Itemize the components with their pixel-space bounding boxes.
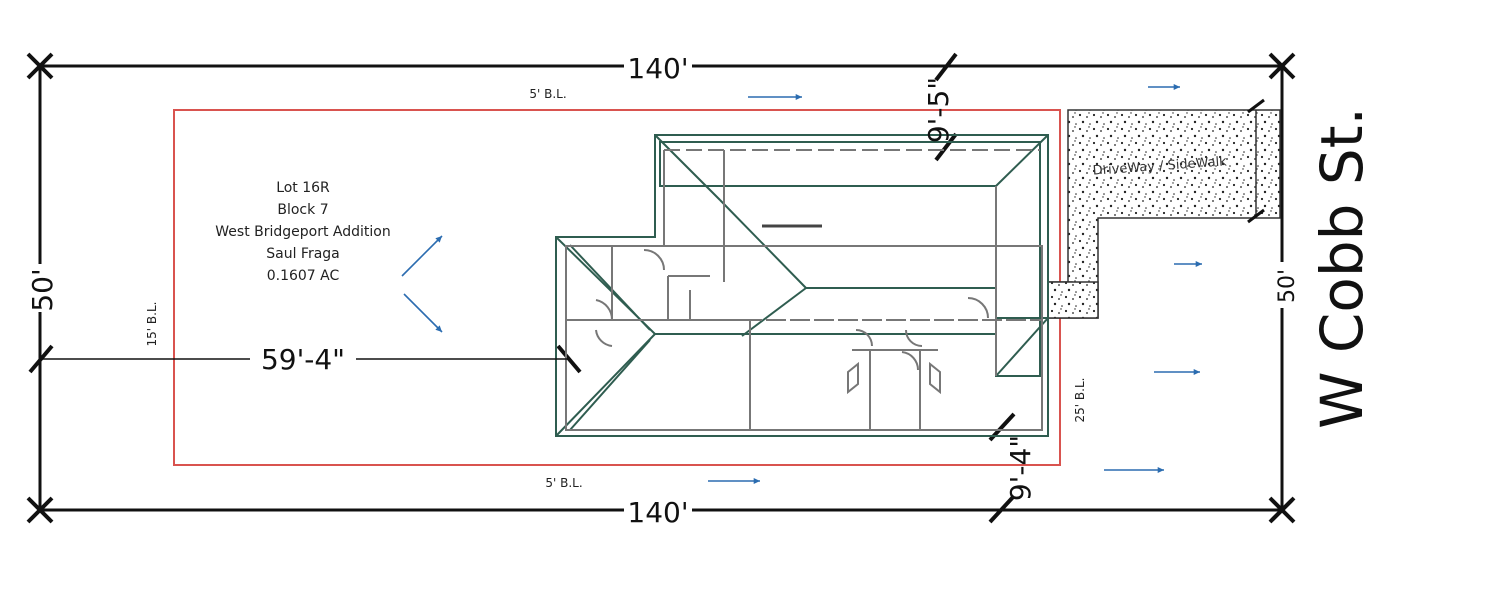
lot-info-line: Block 7 (277, 202, 328, 218)
lot-info-line: 0.1607 AC (267, 268, 340, 284)
dimension-rear-top: 9'-5" (922, 77, 955, 143)
dimension-left: 50' (26, 268, 59, 311)
dimension-bottom: 140' (627, 496, 688, 529)
arrow-right-icon (1174, 260, 1202, 268)
setback-label-right: 25' B.L. (1073, 378, 1087, 423)
arrow-right-icon (403, 293, 443, 333)
building-footprint (555, 134, 1049, 437)
setback-label-top: 5' B.L. (529, 87, 566, 101)
x-mark-icon (26, 52, 54, 80)
x-mark-icon (26, 496, 54, 524)
setback-label-bottom: 5' B.L. (545, 476, 582, 490)
lot-info-line: West Bridgeport Addition (215, 224, 390, 240)
arrow-right-icon (708, 477, 760, 485)
x-mark-icon (1268, 52, 1296, 80)
arrow-right-icon (1148, 83, 1180, 91)
interior-walls (565, 149, 1043, 431)
dimension-front-offset: 59'-4" (261, 343, 345, 376)
drainage-arrows (401, 83, 1202, 485)
dimension-right: 50' (1275, 269, 1300, 303)
arrow-right-icon (1104, 466, 1164, 474)
driveway-apron (1047, 281, 1099, 319)
arrow-right-icon (748, 93, 802, 101)
lot-info: Lot 16R Block 7 West Bridgeport Addition… (215, 180, 390, 284)
setback-label-left: 15' B.L. (145, 302, 159, 347)
dimension-rear-bottom: 9'-4" (1004, 435, 1037, 501)
lot-info-line: Lot 16R (276, 180, 330, 196)
arrow-right-icon (1154, 368, 1200, 376)
street-name: W Cobb St. (1308, 107, 1376, 429)
arrow-right-icon (401, 235, 443, 277)
dimension-top: 140' (627, 52, 688, 85)
lot-info-line: Saul Fraga (266, 246, 340, 262)
